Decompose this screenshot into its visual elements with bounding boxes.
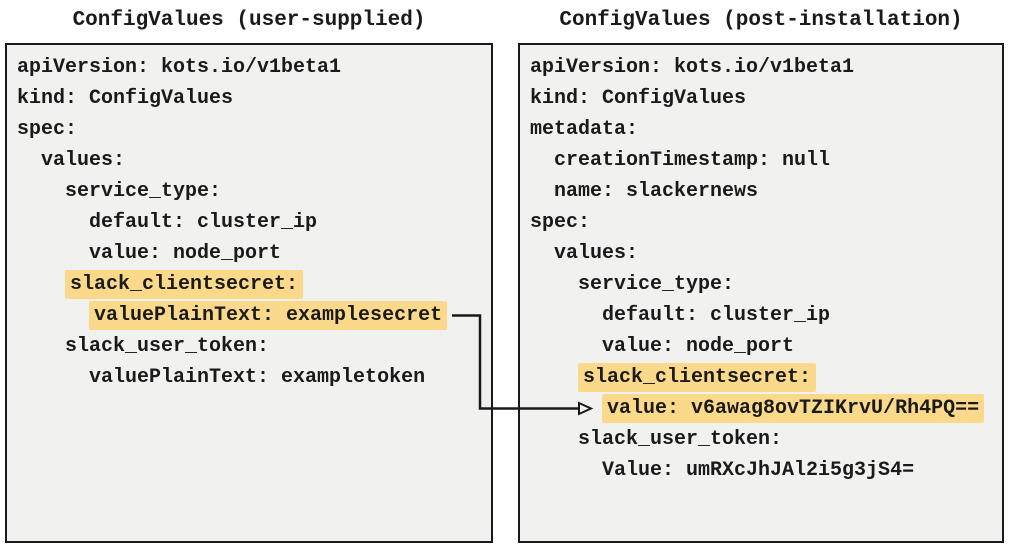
- code-text: metadata:: [530, 118, 639, 141]
- code-text: apiVersion: kots.io/v1beta1: [17, 56, 342, 79]
- code-line: creationTimestamp: null: [530, 145, 994, 176]
- code-text: valuePlainText: exampletoken: [89, 366, 426, 389]
- indent-spaces: [530, 397, 602, 420]
- code-line: name: slackernews: [530, 176, 994, 207]
- code-line: value: node_port: [530, 331, 994, 362]
- indent-spaces: [17, 273, 65, 296]
- code-line: kind: ConfigValues: [17, 83, 483, 114]
- panel-title-user-supplied: ConfigValues (user-supplied): [72, 9, 426, 32]
- indent-spaces: [530, 149, 554, 172]
- indent-spaces: [17, 335, 65, 358]
- code-line: service_type:: [17, 176, 483, 207]
- indent-spaces: [530, 242, 554, 265]
- code-line: valuePlainText: examplesecret: [17, 300, 483, 331]
- highlighted-code-text: valuePlainText: examplesecret: [89, 301, 448, 330]
- code-line: slack_user_token:: [530, 424, 994, 455]
- indent-spaces: [530, 304, 602, 327]
- code-text: spec:: [530, 211, 591, 234]
- code-line: spec:: [17, 114, 483, 145]
- code-line: spec:: [530, 207, 994, 238]
- code-text: slack_user_token:: [65, 335, 270, 358]
- code-text: values:: [41, 149, 126, 172]
- code-text: default: cluster_ip: [89, 211, 318, 234]
- indent-spaces: [530, 180, 554, 203]
- indent-spaces: [530, 366, 578, 389]
- code-text: creationTimestamp: null: [554, 149, 831, 172]
- highlighted-code-text: value: v6awag8ovTZIKrvU/Rh4PQ==: [602, 394, 985, 423]
- indent-spaces: [17, 149, 41, 172]
- indent-spaces: [17, 211, 89, 234]
- code-line: kind: ConfigValues: [530, 83, 994, 114]
- code-line: metadata:: [530, 114, 994, 145]
- code-text: spec:: [17, 118, 78, 141]
- indent-spaces: [17, 366, 89, 389]
- config-panel-user-supplied: apiVersion: kots.io/v1beta1 kind: ConfigV…: [5, 43, 493, 543]
- code-text: service_type:: [65, 180, 222, 203]
- code-line: apiVersion: kots.io/v1beta1: [17, 52, 483, 83]
- indent-spaces: [17, 242, 89, 265]
- code-text: kind: ConfigValues: [17, 87, 234, 110]
- code-line: service_type:: [530, 269, 994, 300]
- code-text: Value: umRXcJhJAl2i5g3jS4=: [602, 459, 915, 482]
- code-line: slack_user_token:: [17, 331, 483, 362]
- indent-spaces: [17, 180, 65, 203]
- code-text: slack_user_token:: [578, 428, 783, 451]
- code-text: value: node_port: [602, 335, 795, 358]
- highlighted-code-text: slack_clientsecret:: [65, 270, 304, 299]
- code-line: values:: [530, 238, 994, 269]
- indent-spaces: [530, 335, 602, 358]
- code-text: default: cluster_ip: [602, 304, 831, 327]
- panel-title-post-installation: ConfigValues (post-installation): [559, 9, 963, 32]
- code-line: default: cluster_ip: [17, 207, 483, 238]
- code-text: name: slackernews: [554, 180, 759, 203]
- code-line: default: cluster_ip: [530, 300, 994, 331]
- code-line: slack_clientsecret:: [530, 362, 994, 393]
- indent-spaces: [530, 273, 578, 296]
- indent-spaces: [530, 459, 602, 482]
- code-line: valuePlainText: exampletoken: [17, 362, 483, 393]
- indent-spaces: [530, 428, 578, 451]
- code-text: apiVersion: kots.io/v1beta1: [530, 56, 855, 79]
- code-text: values:: [554, 242, 639, 265]
- highlighted-code-text: slack_clientsecret:: [578, 363, 817, 392]
- code-text: service_type:: [578, 273, 735, 296]
- config-panel-post-installation: apiVersion: kots.io/v1beta1 kind: ConfigV…: [518, 43, 1004, 543]
- code-line: value: v6awag8ovTZIKrvU/Rh4PQ==: [530, 393, 994, 424]
- code-text: value: node_port: [89, 242, 282, 265]
- code-text: kind: ConfigValues: [530, 87, 747, 110]
- indent-spaces: [17, 304, 89, 327]
- code-line: Value: umRXcJhJAl2i5g3jS4=: [530, 455, 994, 486]
- code-line: slack_clientsecret:: [17, 269, 483, 300]
- code-line: values:: [17, 145, 483, 176]
- code-line: apiVersion: kots.io/v1beta1: [530, 52, 994, 83]
- code-line: value: node_port: [17, 238, 483, 269]
